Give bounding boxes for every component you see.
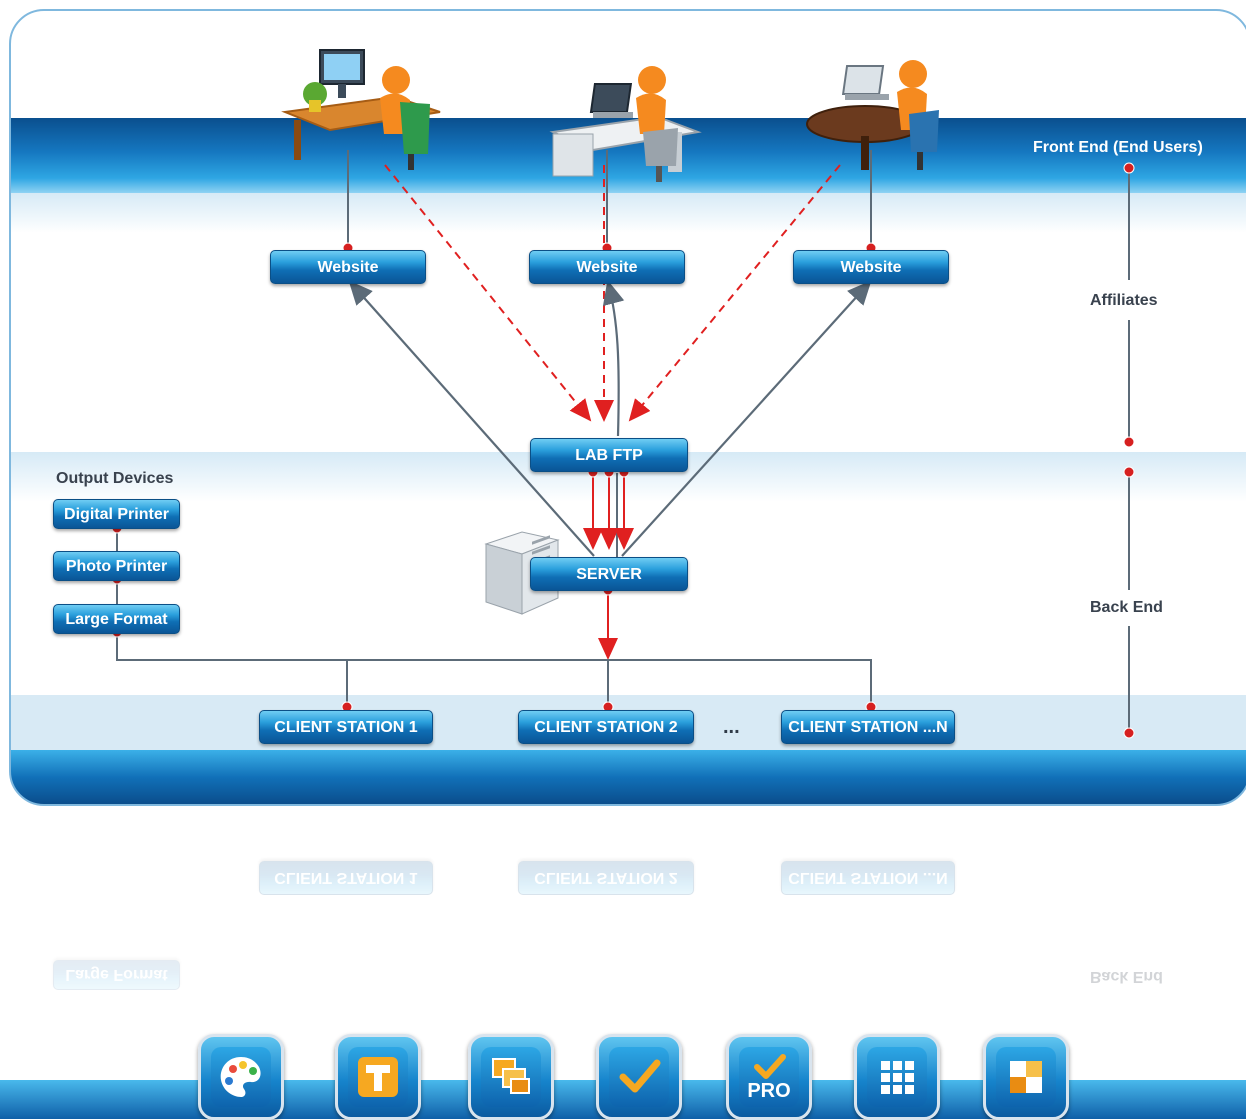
grid-icon bbox=[867, 1047, 927, 1107]
reflection-client-1: CLIENT STATION 1 bbox=[259, 861, 433, 895]
crop-icon bbox=[996, 1047, 1056, 1107]
photo-printer-node[interactable]: Photo Printer bbox=[53, 551, 180, 581]
output-devices-title: Output Devices bbox=[56, 470, 174, 487]
front-end-layer-label: Front End (End Users) bbox=[1033, 139, 1203, 156]
client-station-n[interactable]: CLIENT STATION ...N bbox=[781, 710, 955, 744]
palette-tool-button[interactable] bbox=[198, 1034, 284, 1120]
arrow-labftp-website2 bbox=[602, 279, 625, 437]
arrow-server-website3 bbox=[621, 280, 872, 557]
text-tool-icon bbox=[348, 1047, 408, 1107]
checkmark-icon bbox=[609, 1047, 669, 1107]
reflection-client-2: CLIENT STATION 2 bbox=[518, 861, 694, 895]
reflection-large-format: Large Format bbox=[53, 960, 180, 990]
layers-icon bbox=[481, 1047, 541, 1107]
arrow-server-website1 bbox=[348, 280, 595, 557]
pro-check-tool-button[interactable]: PRO bbox=[726, 1034, 812, 1120]
user-desk-3-icon bbox=[806, 60, 939, 170]
client-station-2[interactable]: CLIENT STATION 2 bbox=[518, 710, 694, 744]
reflection-back-end: Back End bbox=[1090, 968, 1163, 985]
client-bus bbox=[116, 630, 872, 708]
user-desk-1-icon bbox=[281, 49, 441, 170]
dashed-desk1-labftp bbox=[384, 164, 592, 422]
user-desk-2-icon bbox=[549, 66, 702, 182]
palette-icon bbox=[211, 1047, 271, 1107]
server-node[interactable]: SERVER bbox=[530, 557, 688, 591]
text-tool-button[interactable] bbox=[335, 1034, 421, 1120]
layers-tool-button[interactable] bbox=[468, 1034, 554, 1120]
digital-printer-node[interactable]: Digital Printer bbox=[53, 499, 180, 529]
crop-tool-button[interactable] bbox=[983, 1034, 1069, 1120]
client-ellipsis: ... bbox=[723, 716, 740, 738]
check-tool-button[interactable] bbox=[596, 1034, 682, 1120]
lab-ftp-node[interactable]: LAB FTP bbox=[530, 438, 688, 472]
large-format-node[interactable]: Large Format bbox=[53, 604, 180, 634]
website-node-3[interactable]: Website bbox=[793, 250, 949, 284]
pro-label: PRO bbox=[747, 1080, 791, 1102]
website-node-1[interactable]: Website bbox=[270, 250, 426, 284]
grid-tool-button[interactable] bbox=[854, 1034, 940, 1120]
back-end-layer-label: Back End bbox=[1090, 599, 1163, 616]
dashed-desk3-labftp bbox=[628, 164, 841, 422]
website-node-2[interactable]: Website bbox=[529, 250, 685, 284]
pro-checkmark-icon: PRO bbox=[739, 1047, 799, 1107]
reflection-client-n: CLIENT STATION ...N bbox=[781, 861, 955, 895]
affiliates-layer-label: Affiliates bbox=[1090, 292, 1158, 309]
client-station-1[interactable]: CLIENT STATION 1 bbox=[259, 710, 433, 744]
reflection: CLIENT STATION 1 CLIENT STATION 2 CLIENT… bbox=[0, 800, 1246, 1060]
